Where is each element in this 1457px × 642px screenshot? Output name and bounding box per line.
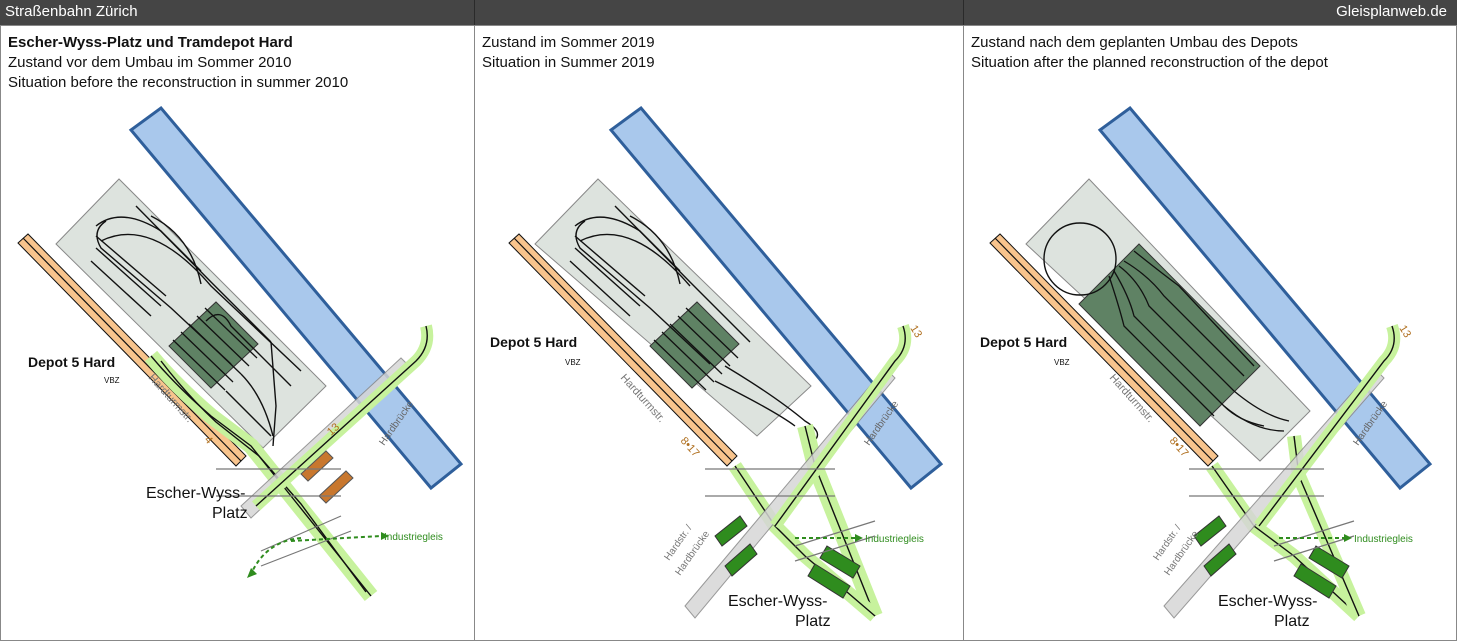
street-edges bbox=[705, 468, 876, 562]
tram-stop-platform bbox=[1193, 515, 1227, 547]
line-number-label: 13 bbox=[1396, 323, 1413, 340]
square-label: Escher-Wyss- bbox=[728, 593, 827, 610]
caption-english: Situation after the planned reconstructi… bbox=[971, 54, 1328, 71]
depot-label: Depot 5 Hard bbox=[490, 334, 577, 350]
square-label: Escher-Wyss- bbox=[1218, 593, 1317, 610]
panel-2010: Escher-Wyss-Platz und Tramdepot Hard Zus… bbox=[0, 25, 475, 641]
tram-stop-platform bbox=[724, 543, 758, 577]
bridge-track bbox=[1258, 325, 1395, 527]
operator-label: VBZ bbox=[104, 376, 120, 385]
square-label: Platz bbox=[795, 613, 831, 630]
tram-stop-platform bbox=[1308, 545, 1350, 579]
industrial-branch bbox=[250, 537, 302, 575]
hardturm-track bbox=[22, 237, 242, 462]
arrow-right-icon bbox=[1344, 534, 1352, 542]
industrial-label: Industriegleis bbox=[1354, 534, 1413, 545]
tram-stop-platform bbox=[714, 515, 748, 547]
river-limmat bbox=[608, 105, 944, 491]
header-divider bbox=[963, 0, 964, 25]
app-title: Straßenbahn Zürich bbox=[5, 3, 138, 20]
street-edges bbox=[216, 468, 352, 567]
industrial-label: Industriegleis bbox=[865, 534, 924, 545]
hall-tracks bbox=[653, 307, 739, 391]
hardturm-track bbox=[513, 237, 733, 462]
panel-2019: Zustand im Sommer 2019 Situation in Summ… bbox=[474, 25, 964, 641]
panel-caption: Zustand nach dem geplanten Umbau des Dep… bbox=[971, 33, 1328, 73]
depot-yard-tracks bbox=[90, 205, 302, 447]
line-number-label: 8•17 bbox=[678, 435, 702, 460]
main-track bbox=[150, 355, 372, 597]
operator-label: VBZ bbox=[565, 358, 581, 367]
header-divider bbox=[474, 0, 475, 25]
map-title: Escher-Wyss-Platz und Tramdepot Hard bbox=[8, 34, 293, 51]
tram-stop-platform bbox=[819, 545, 861, 579]
depot-hall bbox=[168, 301, 259, 389]
line-number-label: 13 bbox=[907, 323, 924, 340]
track-map-future: Depot 5 Hard VBZ Hardturmstr. 8•17 13 Ha… bbox=[980, 105, 1433, 630]
turning-loop bbox=[1043, 222, 1117, 296]
square-label: Escher-Wyss- bbox=[146, 485, 245, 502]
tram-stop-platform bbox=[1293, 563, 1337, 599]
tram-stop-platform bbox=[1203, 543, 1237, 577]
hall-tracks bbox=[1108, 250, 1290, 432]
river-limmat bbox=[1097, 105, 1433, 491]
depot-yard-tracks bbox=[569, 205, 819, 447]
bridge-track bbox=[255, 325, 428, 507]
operator-label: VBZ bbox=[1054, 358, 1070, 367]
arrow-right-icon bbox=[381, 532, 389, 540]
caption-english: Situation before the reconstruction in s… bbox=[8, 74, 349, 91]
depot-area bbox=[55, 178, 327, 449]
industrial-label: Industriegleis bbox=[384, 532, 443, 543]
caption-german: Zustand nach dem geplanten Umbau des Dep… bbox=[971, 34, 1298, 51]
main-track bbox=[160, 360, 367, 593]
tram-stop-platform bbox=[300, 450, 334, 482]
tram-stop-platform bbox=[807, 563, 851, 599]
street-edges bbox=[1189, 468, 1355, 562]
panel-future: Zustand nach dem geplanten Umbau des Dep… bbox=[963, 25, 1457, 641]
square-label: Platz bbox=[212, 505, 248, 522]
bridge-track bbox=[774, 325, 906, 527]
hardturm-track bbox=[994, 237, 1214, 462]
arrow-down-left-icon bbox=[247, 568, 257, 578]
panel-caption: Zustand im Sommer 2019 Situation in Summ… bbox=[482, 33, 655, 73]
depot-hall bbox=[649, 301, 740, 389]
track-map-2010: Depot 5 Hard VBZ Hardturmstr. 4 13 Hardb… bbox=[17, 105, 464, 601]
depot-label: Depot 5 Hard bbox=[980, 334, 1067, 350]
square-label: Platz bbox=[1274, 613, 1310, 630]
track-map-2019: Depot 5 Hard VBZ Hardturmstr. 8•17 13 Ha… bbox=[490, 105, 944, 630]
panel-caption: Escher-Wyss-Platz und Tramdepot Hard Zus… bbox=[8, 33, 348, 93]
site-name: Gleisplanweb.de bbox=[1336, 3, 1447, 20]
tram-stop-platform bbox=[318, 470, 354, 504]
depot-label: Depot 5 Hard bbox=[28, 354, 115, 370]
caption-german: Zustand im Sommer 2019 bbox=[482, 34, 655, 51]
caption-german: Zustand vor dem Umbau im Sommer 2010 bbox=[8, 54, 292, 71]
line-number-label: 4 bbox=[202, 434, 215, 447]
arrow-right-icon bbox=[855, 534, 863, 542]
industrial-track bbox=[290, 535, 382, 542]
top-bar: Straßenbahn Zürich Gleisplanweb.de bbox=[0, 0, 1457, 25]
caption-english: Situation in Summer 2019 bbox=[482, 54, 655, 71]
